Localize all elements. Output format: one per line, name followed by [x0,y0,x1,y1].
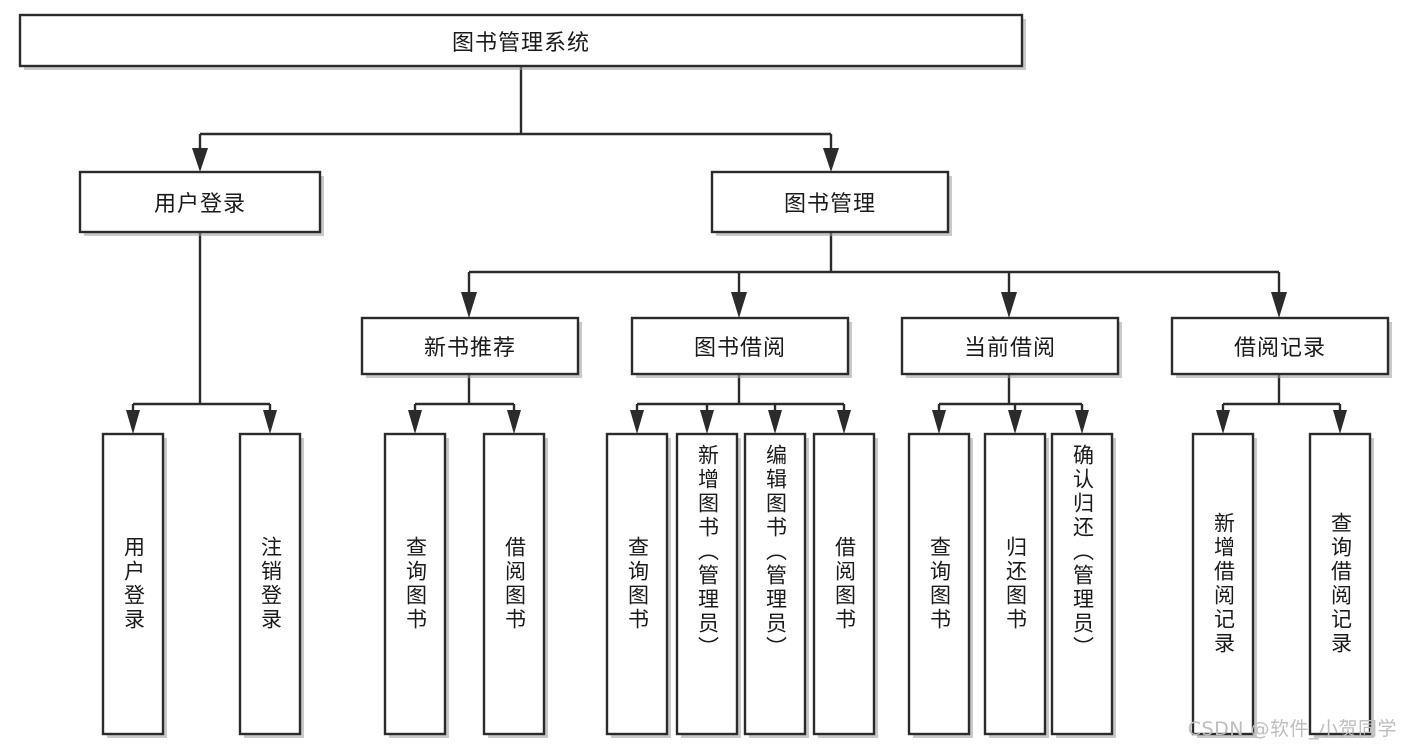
node-leaf-edit-book[interactable] [743,432,807,736]
node-user-login[interactable] [78,170,322,234]
arrow-head-leaf-query-book-2 [630,410,644,434]
arrow-head-leaf-borrow-book-1 [507,410,521,434]
arrow-head-borrow-record [1271,292,1287,318]
node-book-borrow[interactable] [630,316,850,376]
arrow-head-current-borrow [1001,292,1017,318]
arrow-head-leaf-user-login [126,410,140,434]
arrow-head-leaf-query-record [1333,410,1347,434]
arrow-head-leaf-borrow-book-2 [837,410,851,434]
node-leaf-confirm-return[interactable] [1050,432,1114,736]
node-leaf-borrow-book-1[interactable] [482,432,546,736]
node-leaf-query-book-3[interactable] [907,432,971,736]
arrow-head-leaf-add-record [1216,410,1230,434]
node-layer [18,13,1392,738]
node-leaf-query-book-1[interactable] [383,432,447,736]
arrow-head-leaf-add-book [700,410,714,434]
node-root[interactable] [18,13,1024,68]
node-leaf-query-book-2[interactable] [605,432,669,736]
arrow-head-book-borrow [731,292,747,318]
node-leaf-return-book[interactable] [983,432,1047,736]
arrow-head-leaf-return-book [1008,410,1022,434]
node-leaf-add-book[interactable] [675,432,739,736]
node-current-borrow[interactable] [900,316,1120,376]
node-book-manage[interactable] [710,170,950,234]
arrow-head-leaf-confirm-return [1075,410,1089,434]
node-leaf-user-login[interactable] [101,432,165,736]
node-leaf-add-record[interactable] [1191,432,1255,736]
node-new-book-rec[interactable] [360,316,580,376]
node-leaf-borrow-book-2[interactable] [812,432,876,736]
node-borrow-record[interactable] [1170,316,1390,376]
arrow-head-book-manage [823,148,839,172]
arrow-head-new-book-rec [461,292,477,318]
arrow-head-leaf-user-logout [263,410,277,434]
node-leaf-query-record[interactable] [1308,432,1372,736]
arrow-head-leaf-edit-book [768,410,782,434]
node-leaf-user-logout[interactable] [238,432,302,736]
arrow-head-leaf-query-book-3 [932,410,946,434]
connector-layer [126,66,1347,434]
arrow-head-leaf-query-book-1 [408,410,422,434]
arrow-head-user-login [192,148,208,172]
